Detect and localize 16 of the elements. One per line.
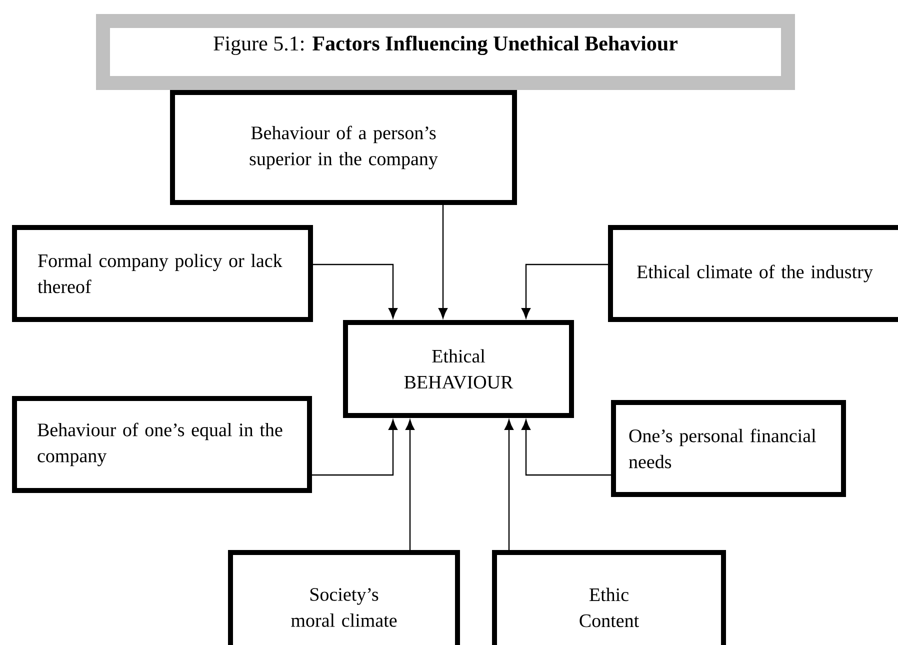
arrow (438, 205, 448, 318)
text-box: Formal company policy or lack thereof (12, 225, 313, 322)
arrow (313, 264, 398, 318)
text-box: One’s personal financial needs (611, 400, 846, 497)
arrow (522, 264, 608, 318)
text-box: Society’s moral climate (228, 550, 460, 645)
text-box: Ethic Content (492, 550, 726, 645)
text-box: Behaviour of a person’s superior in the company (170, 90, 517, 205)
arrow (504, 420, 514, 550)
text-box: Ethical climate of the industry (608, 225, 898, 322)
arrow (312, 420, 398, 476)
text-box: Behaviour of one’s equal in the company (12, 396, 312, 493)
arrow (406, 420, 414, 550)
text-box: Ethical BEHAVIOUR (343, 320, 574, 418)
title-box: Figure 5.1: Factors Influencing Unethical Behaviour (96, 14, 795, 90)
arrow (522, 420, 611, 476)
